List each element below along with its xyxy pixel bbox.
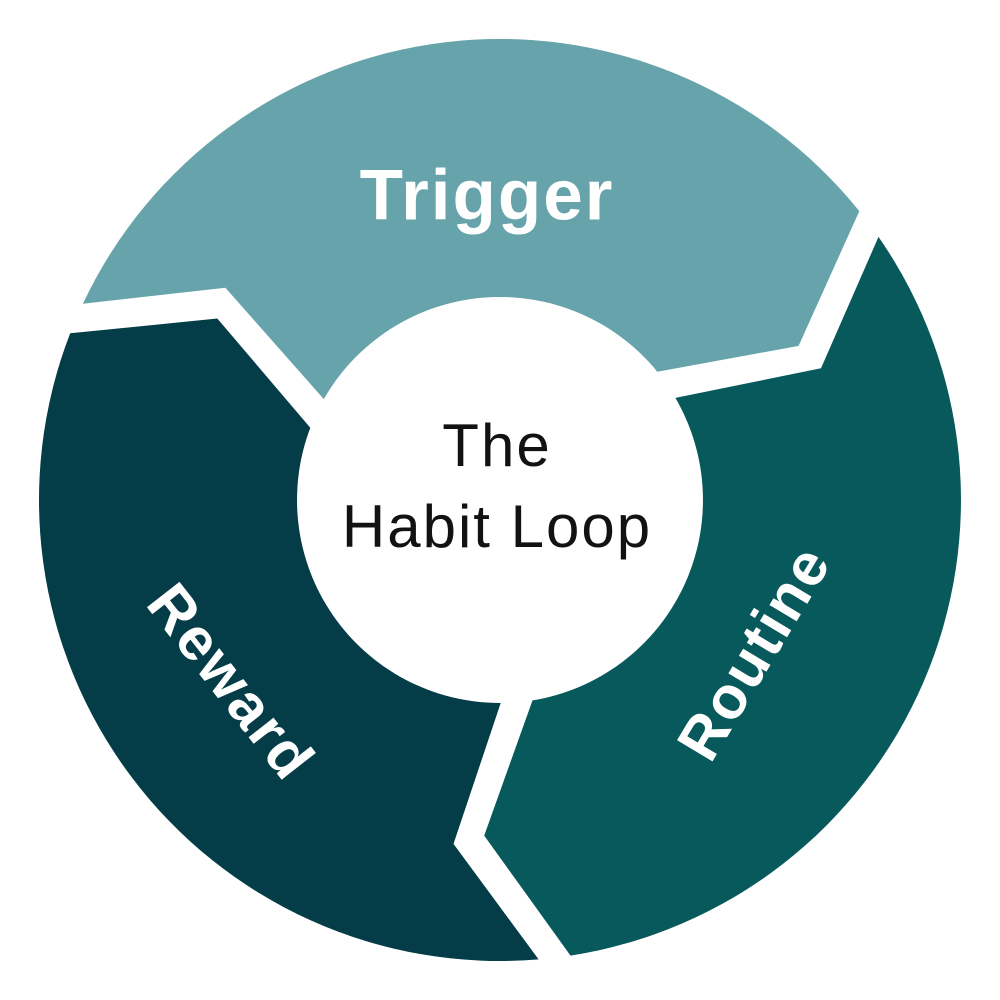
center-title-line1: The [442, 412, 551, 479]
reward-segment [38, 318, 539, 962]
trigger-label: Trigger [360, 157, 615, 236]
center-title-line2: Habit Loop [342, 493, 652, 560]
trigger-segment [82, 38, 860, 400]
routine-segment [484, 236, 961, 956]
